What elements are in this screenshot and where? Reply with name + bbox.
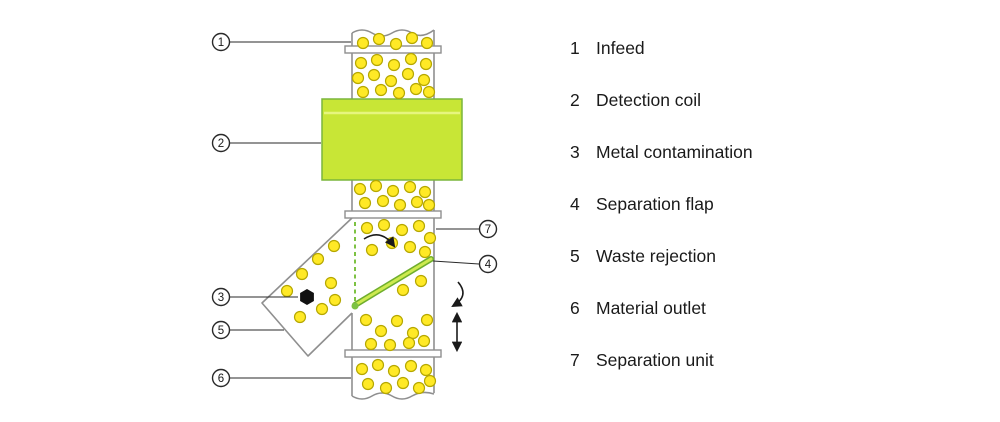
legend: 1 Infeed 2 Detection coil 3 Metal contam… — [570, 22, 753, 386]
detection-coil — [321, 98, 463, 181]
flap-swing-arrow-top — [363, 234, 396, 248]
legend-row-separation-flap: 4 Separation flap — [570, 178, 753, 230]
callout-7: 7 — [436, 219, 498, 239]
callout-2-number: 2 — [218, 138, 224, 150]
legend-number: 7 — [570, 349, 580, 370]
flap-pivot — [351, 302, 359, 310]
callout-1: 1 — [211, 32, 351, 52]
legend-number: 5 — [570, 245, 580, 266]
legend-row-detection-coil: 2 Detection coil — [570, 74, 753, 126]
legend-label: Metal contamination — [596, 141, 753, 162]
callout-6: 6 — [211, 368, 351, 388]
legend-label: Detection coil — [596, 89, 702, 110]
metal-contaminant-hexagon — [300, 289, 314, 305]
legend-label: Separation unit — [596, 349, 714, 370]
outlet-flange — [344, 349, 442, 358]
legend-label: Separation flap — [596, 193, 714, 214]
legend-number: 3 — [570, 141, 580, 162]
legend-label: Infeed — [596, 37, 645, 58]
callout-6-number: 6 — [218, 373, 224, 385]
legend-number: 6 — [570, 297, 580, 318]
callout-3-number: 3 — [218, 292, 224, 304]
separation-unit-top-flange — [344, 210, 442, 219]
legend-row-material-outlet: 6 Material outlet — [570, 282, 753, 334]
legend-row-waste-rejection: 5 Waste rejection — [570, 230, 753, 282]
legend-number: 1 — [570, 37, 580, 58]
callout-5-number: 5 — [218, 325, 224, 337]
callout-7-number: 7 — [485, 224, 491, 236]
legend-number: 2 — [570, 89, 580, 110]
callout-3: 3 — [211, 287, 298, 307]
callout-2: 2 — [211, 133, 321, 153]
flap-swing-arrow-right — [451, 281, 464, 308]
callout-4: 4 — [432, 254, 498, 274]
callout-4-number: 4 — [485, 259, 492, 271]
legend-number: 4 — [570, 193, 580, 214]
pipe-torn-top-edge — [351, 29, 435, 37]
material-dots — [280, 31, 437, 395]
legend-row-metal-contamination: 3 Metal contamination — [570, 126, 753, 178]
callout-5: 5 — [211, 320, 284, 340]
legend-row-infeed: 1 Infeed — [570, 22, 753, 74]
legend-row-separation-unit: 7 Separation unit — [570, 334, 753, 386]
legend-label: Material outlet — [596, 297, 706, 318]
callout-1-number: 1 — [218, 37, 224, 49]
separation-flap — [352, 256, 434, 308]
waste-rejection-chute — [261, 217, 353, 357]
legend-label: Waste rejection — [596, 245, 716, 266]
